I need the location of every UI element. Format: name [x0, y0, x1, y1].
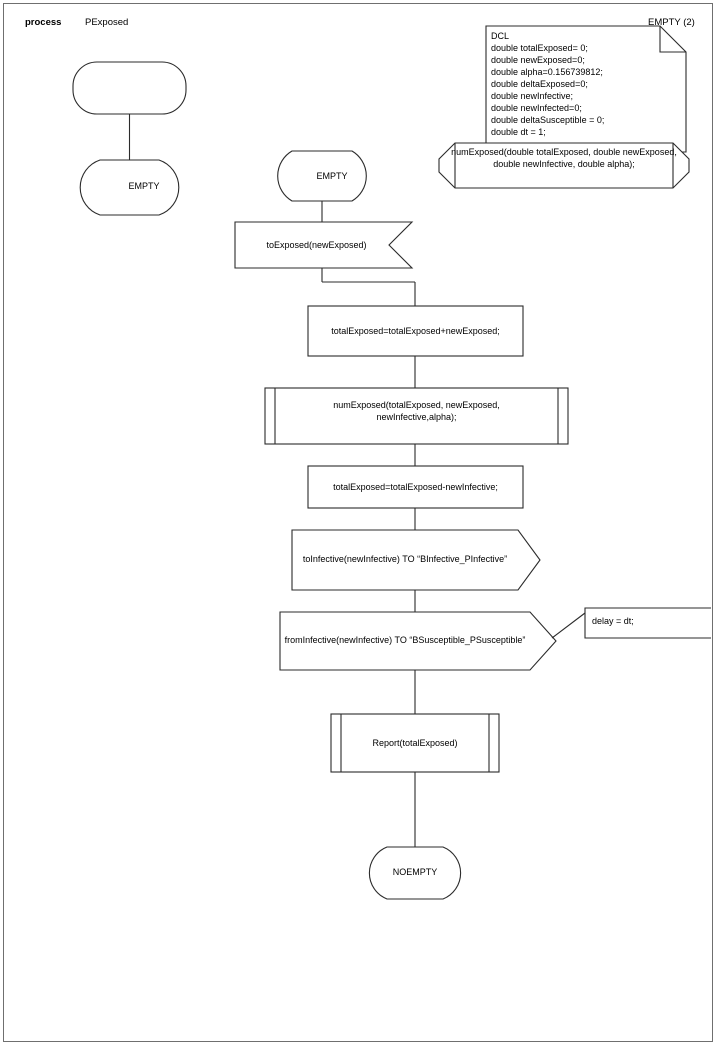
start-symbol [72, 61, 187, 115]
declaration-note-body [485, 25, 687, 153]
declaration-note-fold [659, 26, 686, 53]
task-symbol-total-plus [307, 305, 524, 357]
page-reference-label: EMPTY (2) [648, 17, 695, 28]
state-symbol-noempty [368, 846, 462, 900]
process-name-label: PExposed [85, 17, 129, 28]
declaration-note-text: DCL double totalExposed= 0; double newEx… [491, 31, 605, 137]
output-symbol-toinfective [291, 529, 541, 591]
state-symbol-empty-left [79, 159, 180, 216]
procedure-call-symbol-numexposed [264, 387, 569, 445]
state-symbol-empty-main [277, 150, 367, 202]
comment-symbol-delay [584, 607, 711, 639]
input-symbol-toexposed [234, 221, 414, 269]
procedure-call-symbol-report [330, 713, 500, 773]
comment-association-line [551, 612, 586, 639]
process-keyword-label: process [25, 17, 62, 28]
procedure-declaration-symbol [438, 142, 690, 189]
output-symbol-frominfective [279, 611, 557, 671]
task-symbol-total-minus [307, 465, 524, 509]
page-frame [3, 3, 713, 1042]
